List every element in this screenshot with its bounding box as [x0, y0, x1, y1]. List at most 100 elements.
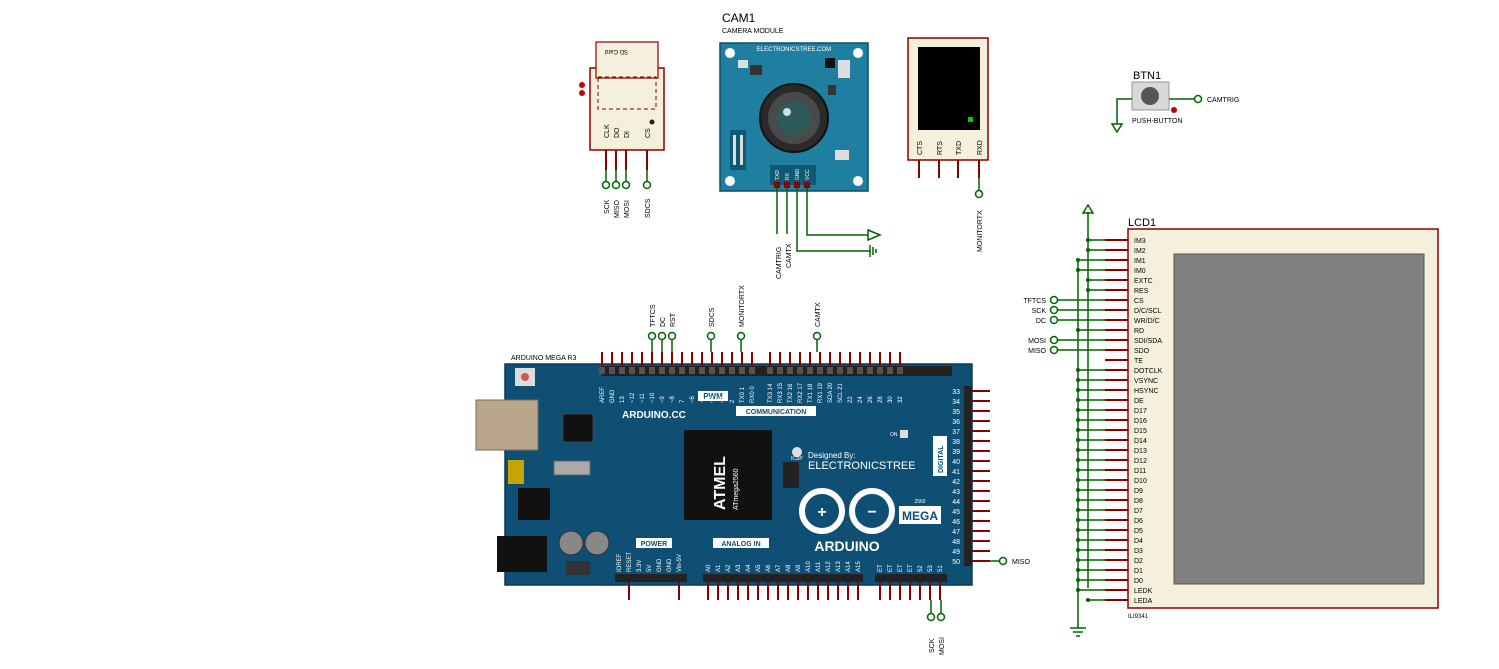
analog-in-label: ANALOG IN [721, 541, 760, 548]
arduino-power-pin-label: IOREF [617, 553, 623, 572]
arduino-top-socket [649, 367, 655, 374]
svg-text:2560: 2560 [914, 499, 925, 505]
arduino-top-pin-label: AREF [600, 387, 606, 403]
arduino-top-pin-label: TX2 16 [788, 383, 794, 403]
arduino-logo-icon [799, 488, 845, 534]
arduino-analog-pin-label: A4 [746, 564, 752, 572]
arduino-top-socket [807, 367, 813, 374]
arduino-top-pin-label: 7 [680, 399, 686, 403]
arduino-right-pin-label: 34 [952, 399, 960, 406]
lcd-net-terminal [1049, 345, 1059, 355]
arduino-analog-pin-label: A10 [806, 561, 812, 572]
arduino-top-socket [609, 367, 615, 374]
net-label-camtx: CAMTX [815, 302, 822, 327]
arduino-analog-pin-label: A8 [786, 564, 792, 572]
junction-dot [1076, 488, 1080, 492]
arduino-top-socket [629, 367, 635, 374]
arduino-name: ARDUINO MEGA R3 [511, 355, 576, 362]
designer-label: ELECTRONICSTREE [808, 460, 916, 472]
lcd-display[interactable] [1127, 228, 1439, 609]
arduino-top-socket [719, 367, 725, 374]
lcd-pin-label: RES [1134, 288, 1149, 295]
junction-dot [1076, 418, 1080, 422]
arduino-top-pin-label: 32 [898, 396, 904, 403]
lcd-pin-label: D2 [1134, 558, 1143, 565]
net-label-camtx: CAMTX [786, 243, 793, 268]
net-label-btn-camtrig: CAMTRIG [1207, 97, 1239, 104]
monitor-pins: CTS RTS TXD RXD MONITORTX [917, 140, 984, 252]
icsp-label: ICSP [791, 456, 803, 462]
arduino-bottom-right-pin-label: 53 [928, 565, 934, 572]
net-label-camtrig: CAMTRIG [776, 247, 783, 279]
lcd-pin-label: D6 [1134, 518, 1143, 525]
arduino-top-pin-label: 2 [730, 399, 736, 403]
header-strip [615, 574, 687, 582]
net-label-rst: RST [670, 312, 677, 327]
lcd-pin-label: IM1 [1134, 258, 1146, 265]
arduino-top-socket [817, 367, 823, 374]
arduino-top-socket [739, 367, 745, 374]
btn-type: PUSH-BUTTON [1132, 118, 1182, 125]
junction-dot [1076, 578, 1080, 582]
lcd-pin-label: SDI/SDA [1134, 338, 1162, 345]
net-label-tftcs: TFTCS [650, 304, 657, 327]
arduino-power-pin-label: RESET [627, 552, 633, 572]
arduino-analog-pin-label: A1 [716, 564, 722, 572]
arduino-top-socket [777, 367, 783, 374]
header-strip [703, 574, 863, 582]
net-label-sck: SCK [604, 199, 611, 214]
arduino-top-pin-label: TX1 18 [808, 383, 814, 403]
junction-dot [1086, 278, 1090, 282]
lcd-net-label: MISO [1028, 348, 1046, 355]
arduino-top-pin-label: 30 [888, 396, 894, 403]
junction-dot [1076, 328, 1080, 332]
power-label: POWER [641, 541, 667, 548]
net-label-sdcs: SDCS [709, 307, 716, 327]
push-button[interactable] [1131, 81, 1177, 113]
junction-dot [1076, 548, 1080, 552]
svg-text:+: + [817, 504, 826, 521]
camera-lens-icon [777, 101, 811, 135]
camera-module[interactable]: ELECTRONICSTREE.COM [719, 42, 869, 192]
arduino-analog-pin-label: A12 [826, 561, 832, 572]
arduino-top-pin-label: ~12 [630, 392, 636, 403]
lcd-net-label: MOSI [1028, 338, 1046, 345]
arduino-analog-pin-label: A2 [726, 564, 732, 572]
svg-text:DI: DI [624, 131, 631, 138]
ground-icon [1110, 123, 1124, 134]
lcd-pin-label: D/C/SCL [1134, 308, 1162, 315]
lcd-pin-label: LEDK [1134, 588, 1153, 595]
svg-text:TXD: TXD [775, 170, 781, 180]
lcd-net-terminal [1049, 315, 1059, 325]
lcd-pin-label: VSYNC [1134, 378, 1158, 385]
junction-dot [1076, 498, 1080, 502]
cam-type: CAMERA MODULE [722, 28, 784, 35]
header-strip [875, 574, 947, 582]
lcd-pin-label: D1 [1134, 568, 1143, 575]
net-label-monitortx: MONITORTX [977, 210, 984, 252]
arduino-top-pin-label: ~3 [720, 395, 726, 403]
sd-card-module[interactable]: SD Card [579, 41, 665, 151]
arduino-right-pin-label: 38 [952, 439, 960, 446]
arduino-right-pin-label: 40 [952, 459, 960, 466]
svg-text:TXD: TXD [956, 141, 963, 155]
arduino-top-nets: TFTCS DC RST SDCS MONITORTX CAMTX [647, 285, 822, 352]
chip-icon [684, 430, 772, 520]
arduino-top-socket [877, 367, 883, 374]
junction-dot [1086, 238, 1090, 242]
arduino-top-socket [887, 367, 893, 374]
vcc-power-icon [867, 228, 882, 242]
lcd-pin-label: LEDA [1134, 598, 1153, 605]
junction-dot [1076, 258, 1080, 262]
lcd-pin-label: RD [1134, 328, 1144, 335]
lcd-pin-label: WR/D/C [1134, 318, 1160, 325]
arduino-power-pin-label: GND [657, 558, 663, 572]
arduino-top-socket [669, 367, 675, 374]
arduino-board[interactable]: ATMEL ATmega2560 + − MEGA 2560 DIGITAL [475, 363, 973, 586]
serial-monitor[interactable] [907, 37, 989, 161]
lcd-pin-label: D12 [1134, 458, 1147, 465]
arduino-top-pin-label: 22 [848, 396, 854, 403]
junction-dot [1076, 378, 1080, 382]
arduino-right-pin-label: 49 [952, 549, 960, 556]
